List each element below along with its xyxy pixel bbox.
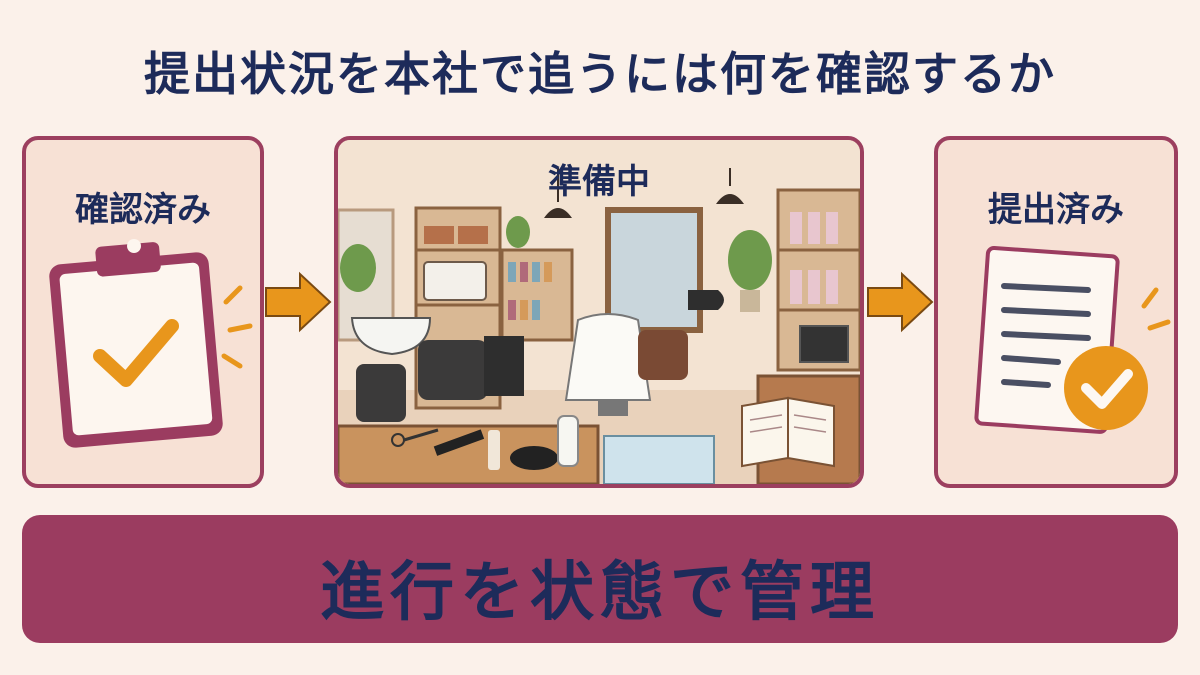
salon-scene-illustration: [338, 140, 860, 484]
clipboard-check-icon: [49, 239, 253, 448]
page-title: 提出状況を本社で追うには何を確認するか: [144, 47, 1056, 101]
step-preparing-panel: 準備中: [334, 136, 864, 488]
arrow-right-icon: [265, 271, 332, 333]
summary-banner: 進行を状態で管理: [22, 515, 1178, 643]
document-check-icon: [974, 246, 1171, 434]
step-label-confirmed: 確認済み: [75, 190, 211, 230]
arrow-right-icon: [867, 271, 934, 333]
step-label-preparing: 準備中: [548, 162, 650, 202]
step-label-submitted: 提出済み: [988, 190, 1124, 230]
summary-banner-text: 進行を状態で管理: [320, 556, 880, 630]
step-submitted-panel: 提出済み: [934, 136, 1178, 488]
step-confirmed-panel: 確認済み: [22, 136, 264, 488]
